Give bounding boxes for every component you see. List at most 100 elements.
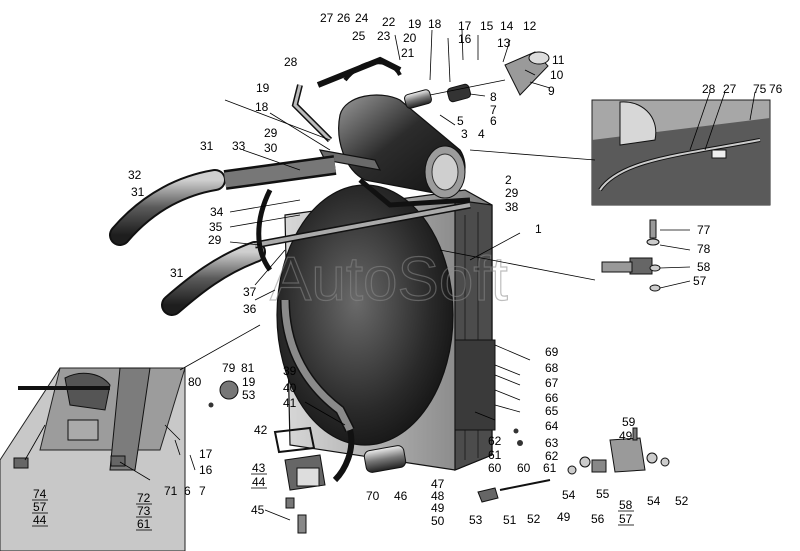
callout-17: 17 <box>199 447 213 461</box>
callout-60: 60 <box>517 461 531 475</box>
inset-bottom-left <box>0 367 186 551</box>
callout-61: 61 <box>488 448 502 462</box>
callout-24: 24 <box>355 11 369 25</box>
callout-58: 58 <box>697 260 711 274</box>
callout-70: 70 <box>366 489 380 503</box>
callout-34: 34 <box>210 205 224 219</box>
callout-5: 5 <box>457 114 464 128</box>
callout-65: 65 <box>545 404 559 418</box>
callout-42: 42 <box>254 423 268 437</box>
callout-19: 19 <box>256 81 270 95</box>
lower-parts <box>208 219 670 534</box>
callout-49: 49 <box>431 501 445 515</box>
callout-74: 74 <box>33 487 47 501</box>
callout-17: 17 <box>458 19 472 33</box>
callout-56: 56 <box>591 512 605 526</box>
watermark: AutoSoft <box>270 245 508 314</box>
callout-52: 52 <box>675 494 689 508</box>
callout-31: 31 <box>131 185 145 199</box>
callout-1: 1 <box>535 222 542 236</box>
callout-14: 14 <box>500 19 514 33</box>
callout-31: 31 <box>200 139 214 153</box>
callout-29: 29 <box>264 126 278 140</box>
callout-19: 19 <box>408 17 422 31</box>
callout-28: 28 <box>702 82 716 96</box>
callout-68: 68 <box>545 361 559 375</box>
callout-57: 57 <box>693 274 707 288</box>
callout-67: 67 <box>545 376 559 390</box>
callout-46: 46 <box>394 489 408 503</box>
callout-26: 26 <box>337 11 351 25</box>
callout-62: 62 <box>488 434 502 448</box>
callout-11: 11 <box>552 53 565 67</box>
callout-53: 53 <box>469 513 483 527</box>
callout-25: 25 <box>352 29 366 43</box>
callout-49: 49 <box>619 429 633 443</box>
callout-16: 16 <box>199 463 213 477</box>
callout-76: 76 <box>769 82 783 96</box>
callout-29: 29 <box>505 186 519 200</box>
callout-80: 80 <box>188 375 202 389</box>
callout-2: 2 <box>505 173 512 187</box>
callout-71: 71 <box>164 484 178 498</box>
callout-69: 69 <box>545 345 559 359</box>
callout-29: 29 <box>208 233 222 247</box>
callout-23: 23 <box>377 29 391 43</box>
radiator <box>276 184 496 471</box>
callout-10: 10 <box>550 68 564 82</box>
callout-54: 54 <box>562 488 576 502</box>
callout-22: 22 <box>382 15 396 29</box>
callout-41: 41 <box>283 396 297 410</box>
callout-54: 54 <box>647 494 661 508</box>
callout-73: 73 <box>137 504 151 518</box>
callout-53: 53 <box>242 388 256 402</box>
inset-top-right <box>591 99 771 206</box>
callout-16: 16 <box>458 32 472 46</box>
callout-18: 18 <box>255 100 269 114</box>
callout-21: 21 <box>401 46 415 60</box>
expansion-tank <box>318 94 466 199</box>
callout-61: 61 <box>137 517 151 531</box>
callout-39: 39 <box>283 364 297 378</box>
callout-8: 8 <box>490 90 497 104</box>
callout-61: 61 <box>543 461 557 475</box>
callout-15: 15 <box>480 19 494 33</box>
callout-13: 13 <box>497 36 511 50</box>
callout-52: 52 <box>527 512 541 526</box>
callout-9: 9 <box>548 84 555 98</box>
callout-32: 32 <box>128 168 142 182</box>
callout-30: 30 <box>264 141 278 155</box>
hoses <box>109 56 471 483</box>
filler-neck <box>404 51 550 109</box>
callout-4: 4 <box>478 127 485 141</box>
callout-64: 64 <box>545 419 559 433</box>
callout-33: 33 <box>232 139 246 153</box>
callout-6: 6 <box>184 484 191 498</box>
callout-27: 27 <box>723 82 737 96</box>
callout-35: 35 <box>209 220 223 234</box>
callout-49: 49 <box>557 510 571 524</box>
callout-57: 57 <box>33 500 47 514</box>
callout-38: 38 <box>505 200 519 214</box>
callout-59: 59 <box>622 415 636 429</box>
callout-57: 57 <box>619 512 633 526</box>
callout-40: 40 <box>283 381 297 395</box>
callout-60: 60 <box>488 461 502 475</box>
callout-36: 36 <box>243 302 257 316</box>
callout-28: 28 <box>284 55 298 69</box>
callout-55: 55 <box>596 487 610 501</box>
callout-20: 20 <box>403 31 417 45</box>
callout-27: 27 <box>320 11 334 25</box>
callout-75: 75 <box>753 82 767 96</box>
callout-18: 18 <box>428 17 442 31</box>
callout-44: 44 <box>252 475 266 489</box>
leader-lines <box>24 29 756 521</box>
callout-50: 50 <box>431 514 445 528</box>
callout-47: 47 <box>431 477 445 491</box>
callout-12: 12 <box>523 19 537 33</box>
callout-19: 19 <box>242 375 256 389</box>
callout-63: 63 <box>545 436 559 450</box>
callout-78: 78 <box>697 242 711 256</box>
